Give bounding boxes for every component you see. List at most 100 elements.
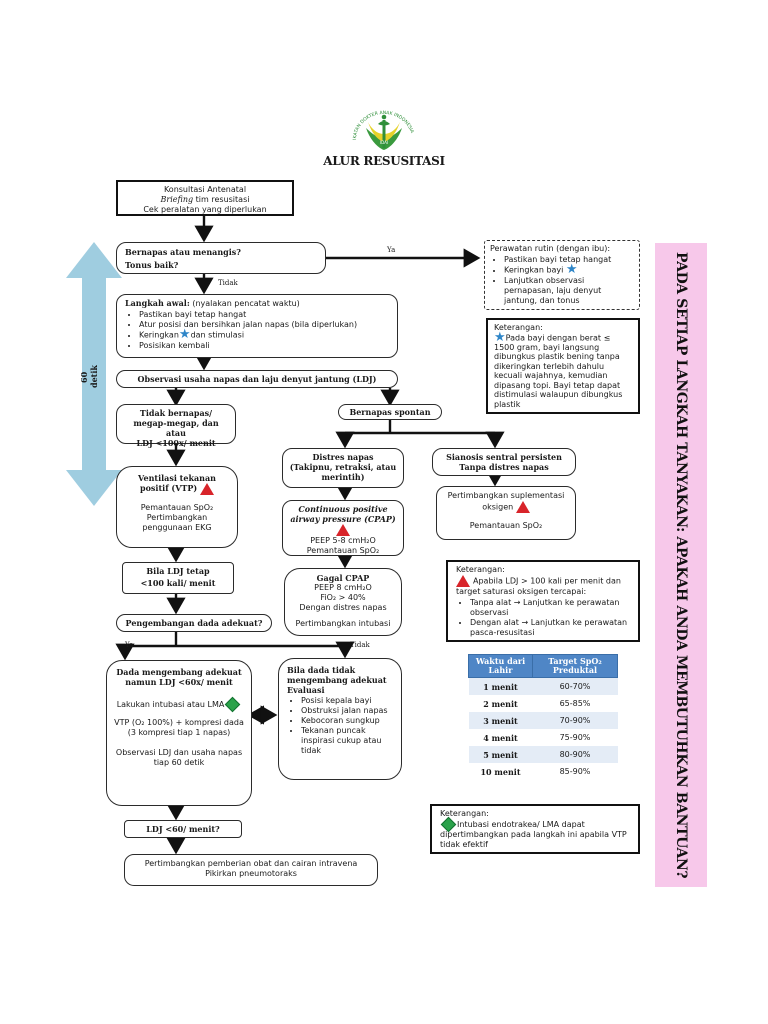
failed-cpap-box: Gagal CPAP PEEP 8 cmH₂O FiO₂ > 40% Denga…: [284, 568, 402, 636]
respiratory-distress-box: Distres napas (Takipnu, retraksi, atau m…: [282, 448, 404, 488]
initial-step-item: Posisikan kembali: [139, 341, 389, 351]
warning-triangle-icon: [515, 501, 530, 513]
double-arrow-60-seconds: [66, 242, 122, 506]
routine-item: Keringkan bayi ★: [504, 263, 634, 276]
adequate-line: Lakukan intubasi atau LMA: [113, 696, 245, 713]
breathing-question: Bernapas atau menangis?: [125, 247, 241, 257]
banner-text: PADA SETIAP LANGKAH TANYAKAN: APAKAH AND…: [673, 251, 689, 879]
right-banner: PADA SETIAP LANGKAH TANYAKAN: APAKAH AND…: [655, 243, 707, 887]
note-intubation-box: Keterangan: Intubasi endotrakea/ LMA dap…: [430, 804, 640, 854]
note-plastic-box: Keterangan: ★Pada bayi dengan berat ≤ 15…: [486, 318, 640, 414]
star-icon: ★: [178, 327, 191, 342]
note-title: Keterangan:: [440, 809, 489, 818]
warning-triangle-icon: [199, 483, 214, 495]
cpap-line: Pemantauan SpO₂: [306, 546, 380, 555]
ldj-line: <100 kali/ menit: [140, 578, 216, 588]
oxygen-line: Pertimbangkan suplementasi oksigen: [447, 491, 565, 513]
inadequate-subtitle: Evaluasi: [287, 685, 325, 695]
ldj-line: Bila LDJ tetap: [146, 566, 210, 576]
antenatal-box: Konsultasi Antenatal Briefing tim resusi…: [116, 180, 294, 216]
breathing-question-box: Bernapas atau menangis? Tonus baik?: [116, 242, 326, 274]
vtp-box: Ventilasi tekanan positif (VTP) Pemantau…: [116, 466, 238, 548]
evaluation-item: Posisi kepala bayi: [301, 696, 393, 706]
initial-steps-box: Langkah awal: (nyalakan pencatat waktu) …: [116, 294, 398, 358]
adequate-line: VTP (O₂ 100%) + kompresi dada: [114, 718, 244, 727]
adequate-title: Dada mengembang adekuat: [116, 667, 242, 677]
central-cyanosis-box: Sianosis sentral persisten Tanpa distres…: [432, 448, 576, 476]
medication-box: Pertimbangkan pemberian obat dan cairan …: [124, 854, 378, 886]
ldj-under-60-box: LDJ <60/ menit?: [124, 820, 242, 838]
ldj-still-under-100-box: Bila LDJ tetap <100 kali/ menit: [122, 562, 234, 594]
failed-cpap-line: Pertimbangkan intubasi: [295, 619, 391, 628]
routine-care-title: Perawatan rutin (dengan ibu):: [490, 244, 611, 253]
not-breathing-box: Tidak bernapas/ megap-megap, dan atau LD…: [116, 404, 236, 448]
routine-item: Pastikan bayi tetap hangat: [504, 255, 634, 265]
inadequate-title: Bila dada tidak mengembang adekuat: [287, 665, 387, 685]
routine-care-box: Perawatan rutin (dengan ibu): Pastikan b…: [484, 240, 640, 310]
observe-box: Observasi usaha napas dan laju denyut ja…: [116, 370, 398, 388]
vtp-line: Pemantauan SpO₂: [140, 503, 214, 512]
failed-cpap-title: Gagal CPAP: [316, 573, 370, 583]
warning-triangle-icon: [336, 524, 350, 536]
note-ldj-item: Dengan alat → Lanjutkan ke perawatan pas…: [470, 618, 630, 638]
distress-title: Distres napas: [312, 452, 374, 462]
evaluation-item: Obstruksi jalan napas: [301, 706, 393, 716]
warning-triangle-icon: [456, 575, 470, 587]
tone-question: Tonus baik?: [125, 260, 179, 270]
adequate-line: Observasi LDJ dan usaha napas tiap 60 de…: [115, 748, 243, 767]
pneumothorax-line: Pikirkan pneumotoraks: [205, 869, 297, 878]
spontaneous-breathing-box: Bernapas spontan: [338, 404, 442, 420]
ldj-under-100-line: LDJ <100x/ menit: [136, 438, 216, 448]
table-header: Target SpO₂ Preduktal: [532, 654, 618, 678]
chest-rise-question-box: Pengembangan dada adekuat?: [116, 614, 272, 632]
yes-label-1: Ya: [387, 246, 396, 254]
failed-cpap-line: PEEP 8 cmH₂O: [314, 583, 372, 592]
antenatal-line-1: Konsultasi Antenatal: [163, 185, 247, 194]
antenatal-line-3: Cek peralatan yang diperlukan: [143, 205, 267, 214]
cpap-box: Continuous positive airway pressure (CPA…: [282, 500, 404, 556]
medication-line: Pertimbangkan pemberian obat dan cairan …: [144, 859, 358, 868]
adequate-subtitle: namun LDJ <60x/ menit: [125, 677, 233, 687]
initial-steps-title: Langkah awal: (nyalakan pencatat waktu): [125, 298, 300, 308]
not-breathing-line: Tidak bernapas/ megap-megap, dan atau: [133, 408, 219, 438]
note-plastic-text: ★Pada bayi dengan berat ≤ 1500 gram, bay…: [494, 329, 623, 409]
note-ldj-text: Apabila LDJ > 100 kali per menit dan tar…: [456, 575, 621, 596]
yes-label-2: Ya: [125, 641, 134, 649]
spo2-target-table: Waktu dari Lahir Target SpO₂ Preduktal 1…: [468, 654, 618, 780]
sixty-seconds-label: 60 detik: [79, 365, 99, 389]
vtp-line: Pertimbangkan penggunaan EKG: [142, 513, 212, 532]
note-ldj-item: Tanpa alat → Lanjutkan ke perawatan obse…: [470, 598, 630, 618]
evaluation-item: Tekanan puncak inspirasi cukup atau tida…: [301, 726, 393, 756]
no-label-2: Tidak: [350, 641, 370, 649]
distress-signs: (Takipnu, retraksi, atau merintih): [289, 462, 397, 482]
routine-item: Lanjutkan observasi pernapasan, laju den…: [504, 276, 634, 306]
idai-logo: IKATAN DOKTER ANAK INDONESIA IDAI: [352, 110, 415, 150]
adequate-line: (3 kompresi tiap 1 napas): [127, 728, 231, 737]
note-title: Keterangan:: [494, 323, 543, 332]
inadequate-chest-box: Bila dada tidak mengembang adekuat Evalu…: [278, 658, 402, 780]
page-title: ALUR RESUSITASI: [323, 154, 445, 168]
cpap-line: PEEP 5-8 cmH₂O: [310, 536, 376, 545]
note-ldj-box: Keterangan: Apabila LDJ > 100 kali per m…: [446, 560, 640, 642]
evaluation-item: Kebocoran sungkup: [301, 716, 393, 726]
cyanosis-title: Sianosis sentral persisten: [446, 452, 562, 462]
oxygen-line: Pemantauan SpO₂: [469, 521, 543, 530]
antenatal-line-2: Briefing tim resusitasi: [160, 195, 250, 204]
note-intubation-text: Intubasi endotrakea/ LMA dapat dipertimb…: [440, 816, 630, 850]
note-title: Keterangan:: [456, 565, 505, 574]
table-header: Waktu dari Lahir: [468, 654, 533, 678]
initial-step-item: Atur posisi dan bersihkan jalan napas (b…: [139, 320, 389, 330]
green-diamond-icon: [225, 696, 241, 713]
star-icon: ★: [494, 329, 506, 345]
svg-text:IDAI: IDAI: [380, 140, 388, 145]
no-label-1: Tidak: [218, 279, 238, 287]
adequate-chest-box: Dada mengembang adekuat namun LDJ <60x/ …: [106, 660, 252, 806]
initial-step-item: Pastikan bayi tetap hangat: [139, 310, 389, 320]
